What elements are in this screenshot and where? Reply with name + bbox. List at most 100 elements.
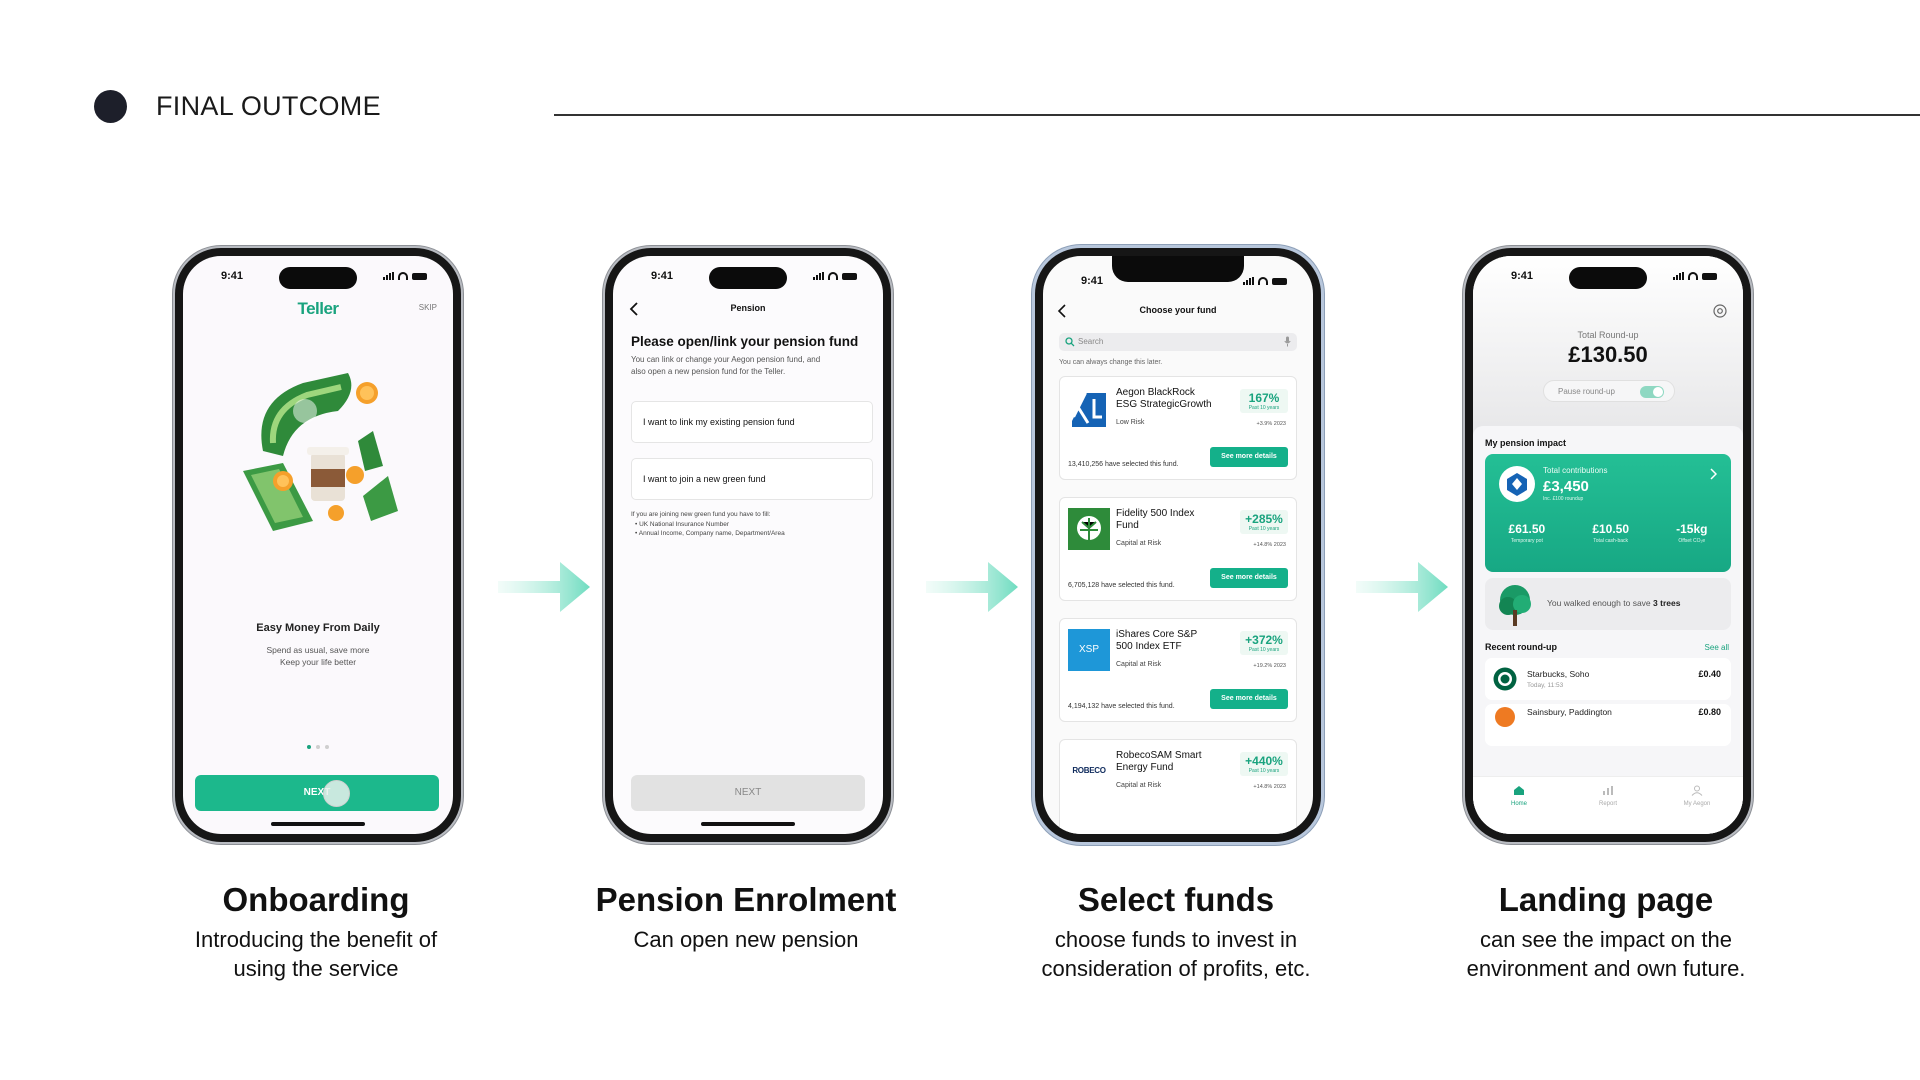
- transaction-amount: £0.80: [1698, 707, 1721, 717]
- caption-title: Pension Enrolment: [595, 881, 897, 918]
- contributions-card[interactable]: Total contributions £3,450 Inc. £100 rou…: [1485, 454, 1731, 572]
- sainsbury-logo-icon: [1495, 707, 1515, 727]
- pause-roundup-label: Pause round-up: [1558, 387, 1615, 396]
- status-bar: 9:41: [1043, 273, 1313, 291]
- notch: [1112, 256, 1244, 282]
- return-badge: +285%Past 10 years: [1240, 510, 1288, 534]
- see-more-details-button[interactable]: See more details: [1210, 689, 1288, 709]
- onboarding-title: Easy Money From Daily: [256, 622, 380, 634]
- summary-background: [1473, 256, 1743, 456]
- home-indicator: [271, 822, 365, 826]
- status-time: 9:41: [1081, 275, 1104, 287]
- tab-my-aegon[interactable]: My Aegon: [1667, 783, 1727, 807]
- see-more-details-button[interactable]: See more details: [1210, 568, 1288, 588]
- signal-icon: [1673, 272, 1684, 280]
- money-coffee-illustration: [243, 373, 398, 531]
- stat-value: £10.50: [1592, 522, 1630, 536]
- landing-screen: 9:41 Total Round-up £130.50 Pause round-…: [1473, 256, 1743, 834]
- return-badge: 167%Past 10 years: [1240, 389, 1288, 413]
- option2-label: I want to join a new green fund: [643, 474, 766, 484]
- fund-name-line2: ESG StrategicGrowth: [1116, 399, 1212, 410]
- requirement-1-text: UK National Insurance Number: [639, 521, 730, 528]
- battery-icon: [842, 272, 857, 280]
- risk-label: Capital at Risk: [1116, 540, 1162, 547]
- next-button-disabled[interactable]: NEXT: [631, 775, 865, 811]
- phone-landing: 9:41 Total Round-up £130.50 Pause round-…: [1465, 248, 1751, 842]
- pension-desc1: You can link or change your Aegon pensio…: [631, 355, 821, 364]
- total-roundup-label: Total Round-up: [1577, 330, 1639, 340]
- next-button[interactable]: NEXT: [195, 775, 439, 811]
- caption-line2: using the service: [233, 956, 399, 981]
- onboarding-line1: Spend as usual, save more: [266, 645, 370, 655]
- wifi-icon: [1258, 277, 1268, 285]
- next-button-label: NEXT: [734, 787, 762, 798]
- back-chevron-icon[interactable]: [629, 302, 639, 316]
- caption-line2: consideration of profits, etc.: [1041, 956, 1311, 981]
- contributions-value: £3,450: [1543, 478, 1589, 495]
- settings-gear-icon[interactable]: [1713, 304, 1727, 318]
- tab-home[interactable]: Home: [1489, 783, 1549, 807]
- tab-report[interactable]: Report: [1578, 783, 1638, 807]
- join-note: If you are joining new green fund you ha…: [631, 511, 771, 518]
- aegon-logo-icon: [1072, 392, 1106, 427]
- pause-roundup-toggle-row[interactable]: Pause round-up: [1543, 380, 1675, 402]
- search-placeholder: Search: [1078, 337, 1104, 346]
- aegon-logo-icon: [1507, 473, 1527, 496]
- fidelity-logo-icon: [1068, 508, 1110, 550]
- onboarding-line2: Keep your life better: [279, 657, 357, 667]
- status-bar: 9:41: [183, 268, 453, 286]
- teller-logo: Teller: [297, 299, 339, 318]
- return-value: +372%: [1245, 633, 1283, 647]
- fund-name-line1: RobecoSAM Smart: [1116, 750, 1202, 761]
- choose-fund-screen: 9:41 Choose your fund Search You can alw…: [1043, 256, 1313, 834]
- microphone-icon[interactable]: [1284, 336, 1291, 347]
- home-indicator: [701, 822, 795, 826]
- pause-toggle[interactable]: [1640, 386, 1664, 398]
- option-join-green-fund[interactable]: I want to join a new green fund: [631, 458, 873, 500]
- return-badge: +372%Past 10 years: [1240, 631, 1288, 655]
- tab-bar: Home Report My Aegon: [1473, 776, 1743, 834]
- arrow-right-icon: [498, 562, 590, 612]
- header-rule: [554, 114, 1920, 116]
- skip-button[interactable]: SKIP: [418, 303, 437, 312]
- see-more-details-button[interactable]: See more details: [1210, 447, 1288, 467]
- back-chevron-icon[interactable]: [1057, 304, 1067, 318]
- chevron-right-icon[interactable]: [1709, 468, 1717, 480]
- starbucks-logo-icon: [1493, 667, 1517, 691]
- battery-icon: [412, 272, 427, 280]
- transaction-row[interactable]: Starbucks, Soho Today, 11:53 £0.40: [1485, 658, 1731, 700]
- option-link-existing[interactable]: I want to link my existing pension fund: [631, 401, 873, 443]
- return-badge: +440%Past 10 years: [1240, 752, 1288, 776]
- touch-indicator: [323, 780, 350, 807]
- risk-label: Low Risk: [1116, 419, 1145, 426]
- signal-icon: [1243, 277, 1254, 285]
- tab-home-label: Home: [1510, 801, 1527, 807]
- return-period: Past 10 years: [1248, 526, 1280, 532]
- requirement-2-text: Annual Income, Company name, Department/…: [638, 530, 785, 537]
- total-roundup-value: £130.50: [1568, 342, 1648, 367]
- fund-name-line1: Aegon BlackRock: [1116, 387, 1195, 398]
- wifi-icon: [398, 272, 408, 280]
- contributions-sub: Inc. £100 roundup: [1543, 496, 1584, 502]
- status-bar: 9:41: [1473, 268, 1743, 286]
- wifi-icon: [828, 272, 838, 280]
- fund-name-line2: 500 Index ETF: [1116, 641, 1182, 652]
- trees-text-prefix: You walked enough to save: [1547, 598, 1651, 608]
- search-input[interactable]: Search: [1059, 333, 1297, 351]
- bullet-dot: [94, 90, 127, 123]
- see-all-link[interactable]: See all: [1704, 643, 1729, 652]
- transaction-name: Starbucks, Soho: [1527, 669, 1590, 679]
- transaction-row[interactable]: Sainsbury, Paddington £0.80: [1485, 704, 1731, 746]
- year-return: +19.2% 2023: [1253, 663, 1286, 669]
